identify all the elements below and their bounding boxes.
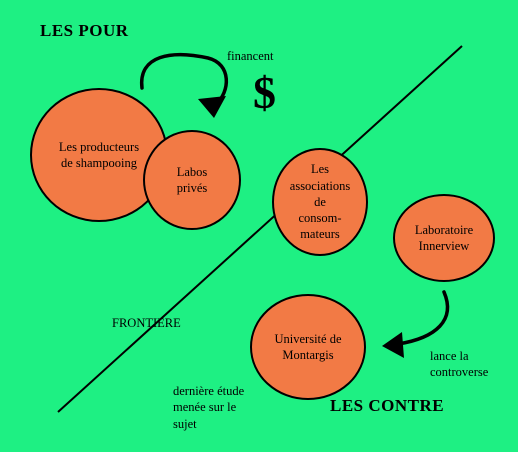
node-associations: Les associations de consom- mateurs — [272, 148, 368, 256]
label-frontiere: FRONTIERE — [112, 316, 181, 330]
heading-contre: LES CONTRE — [330, 396, 445, 415]
node-associations-label: Les associations de consom- mateurs — [289, 162, 351, 242]
heading-pour: LES POUR — [40, 21, 129, 40]
controverse-arrow — [396, 290, 450, 346]
dollar-icon: $ — [253, 67, 276, 118]
node-producteurs: Les producteurs de shampooing — [30, 88, 168, 222]
node-universite: Université de Montargis — [250, 294, 366, 400]
controverse-arrowhead — [382, 332, 404, 358]
node-innerview-label: Laboratoire Innerview — [414, 222, 474, 253]
node-labos-label: Labos privés — [176, 164, 208, 195]
node-innerview: Laboratoire Innerview — [393, 194, 495, 282]
node-producteurs-label: Les producteurs de shampooing — [58, 139, 140, 170]
label-financent: financent — [227, 49, 274, 63]
label-derniere-etude: dernière étude menée sur le sujet — [173, 384, 245, 431]
node-universite-label: Université de Montargis — [274, 331, 342, 362]
frontier-line — [57, 45, 463, 413]
node-labos: Labos privés — [143, 130, 241, 230]
financent-arrow — [140, 52, 229, 106]
label-lance-controverse: lance la controverse — [430, 349, 489, 380]
financent-arrowhead — [198, 96, 226, 118]
